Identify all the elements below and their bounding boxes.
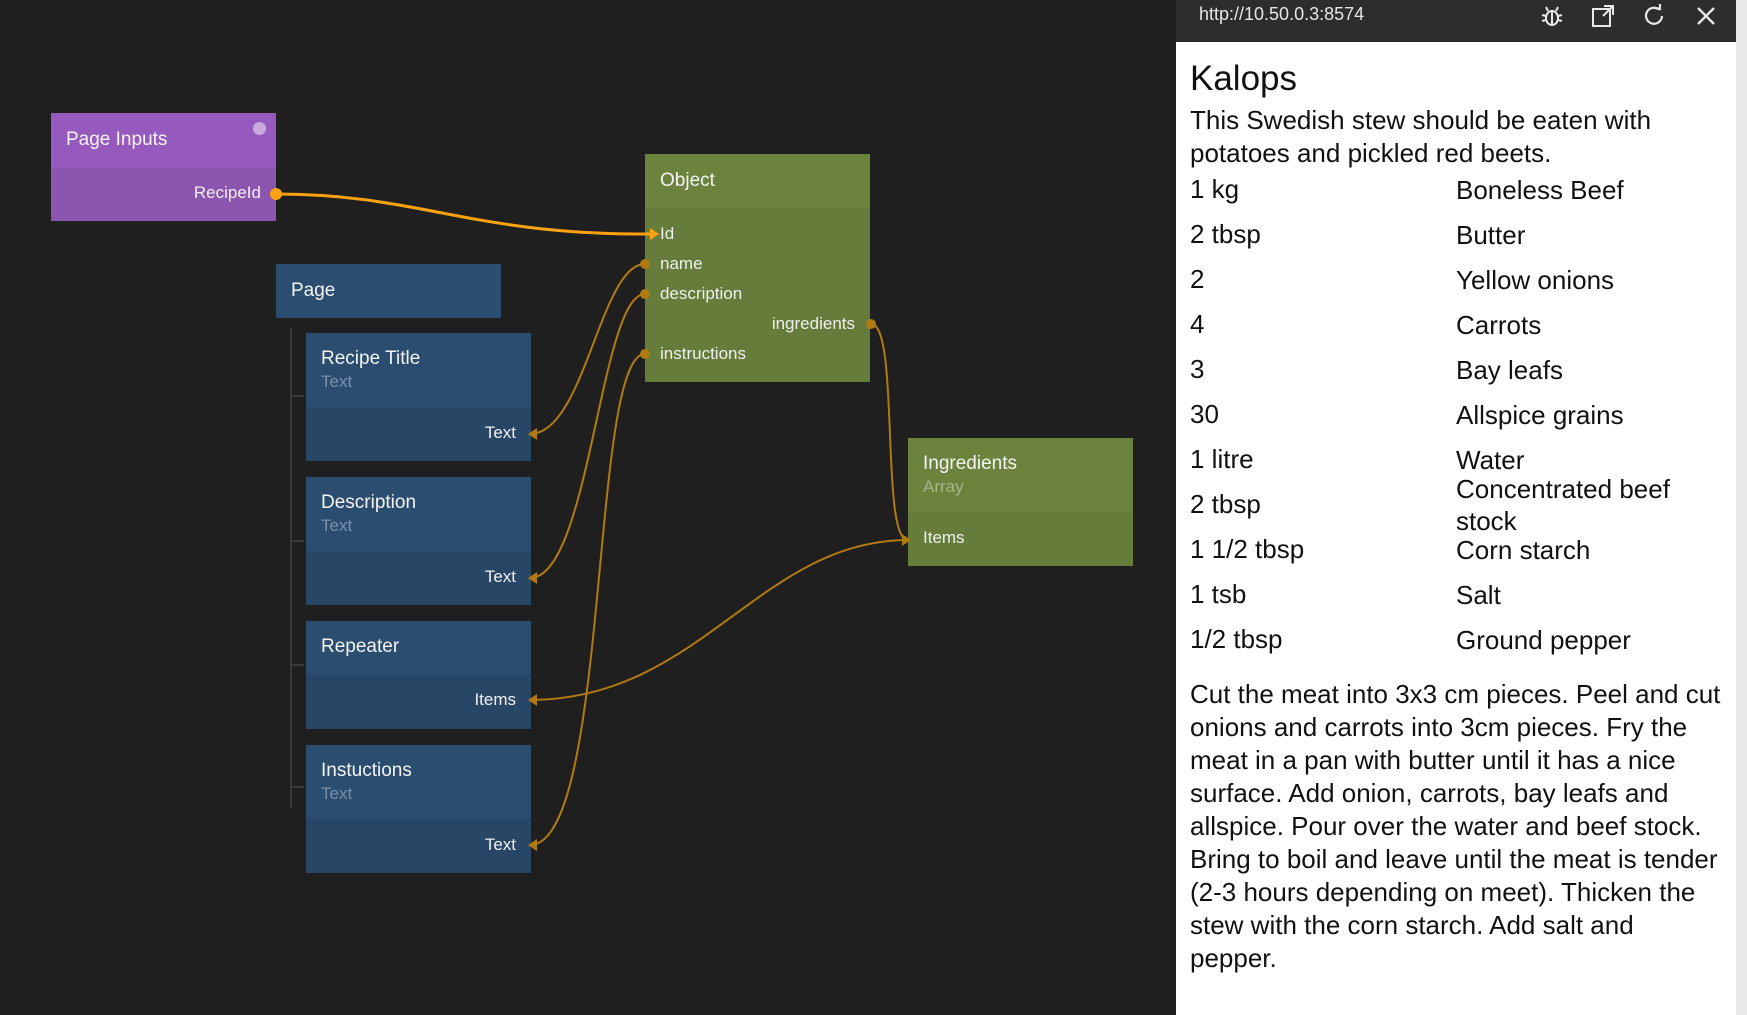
wire-name-to-title-text bbox=[529, 263, 646, 435]
preview-url[interactable]: http://10.50.0.3:8574 bbox=[1199, 4, 1365, 24]
ingredient-name: Bay leafs bbox=[1456, 355, 1563, 385]
preview-toolbar: http://10.50.0.3:8574 bbox=[1176, 0, 1736, 42]
node-header: Instuctions Text bbox=[306, 745, 531, 819]
ingredient-name: Allspice grains bbox=[1456, 400, 1624, 430]
wire-instructions-to-instr-text bbox=[529, 353, 646, 846]
tree-tick bbox=[290, 540, 304, 542]
wire-recipeid-to-id bbox=[275, 192, 651, 236]
node-type: Text bbox=[321, 516, 353, 535]
node-type: Text bbox=[321, 372, 353, 391]
ingredient-qty: 1/2 tbsp bbox=[1190, 624, 1283, 654]
port-name[interactable]: name bbox=[660, 254, 703, 273]
node-title: Page Inputs bbox=[66, 129, 168, 150]
node-header: Description Text bbox=[306, 477, 531, 551]
ingredient-qty: 1 1/2 tbsp bbox=[1190, 534, 1305, 564]
ingredient-qty: 30 bbox=[1190, 399, 1219, 429]
node-type: Array bbox=[923, 477, 964, 496]
wire-ingredients-to-items bbox=[870, 323, 909, 541]
port-id[interactable]: Id bbox=[660, 224, 675, 243]
tree-tick bbox=[290, 395, 304, 397]
ingredient-name: Carrots bbox=[1456, 310, 1542, 340]
port-recipeid[interactable]: RecipeId bbox=[193, 183, 261, 202]
recipe-instructions: Cut the meat into 3x3 cm pieces. Peel an… bbox=[1190, 679, 1721, 973]
ingredient-qty: 1 litre bbox=[1190, 444, 1254, 474]
ingredient-qty: 2 tbsp bbox=[1190, 489, 1261, 519]
recipe-title-node[interactable]: Recipe Title Text Text bbox=[306, 333, 531, 461]
ingredient-name: Concentrated beef stock bbox=[1456, 474, 1670, 536]
node-header: Repeater bbox=[306, 621, 531, 675]
node-editor-canvas[interactable]: Page Inputs RecipeId Object Id name desc… bbox=[0, 0, 1176, 1015]
node-title: Object bbox=[660, 170, 715, 191]
port-items[interactable]: Items bbox=[923, 528, 965, 547]
node-header: Object bbox=[645, 154, 870, 208]
recipe-description: This Swedish stew should be eaten with p… bbox=[1190, 105, 1652, 168]
ingredient-name: Corn starch bbox=[1456, 535, 1591, 565]
ingredient-qty: 1 kg bbox=[1190, 174, 1240, 204]
page-node[interactable]: Page bbox=[276, 264, 501, 318]
node-header: Page bbox=[276, 264, 501, 318]
refresh-icon[interactable] bbox=[1641, 3, 1667, 29]
instructions-node[interactable]: Instuctions Text Text bbox=[306, 745, 531, 873]
port-instructions[interactable]: instructions bbox=[660, 344, 746, 363]
ingredient-name: Ground pepper bbox=[1456, 625, 1631, 655]
node-title: Instuctions bbox=[321, 760, 412, 781]
port-items[interactable]: Items bbox=[474, 690, 516, 709]
port-text[interactable]: Text bbox=[484, 835, 516, 854]
open-external-icon[interactable] bbox=[1590, 3, 1616, 29]
ingredient-name: Salt bbox=[1456, 580, 1501, 610]
ingredient-qty: 2 tbsp bbox=[1190, 219, 1261, 249]
status-dot-icon bbox=[253, 122, 266, 135]
node-title: Ingredients bbox=[923, 453, 1018, 474]
node-header: Ingredients Array bbox=[908, 438, 1133, 512]
port-text[interactable]: Text bbox=[484, 567, 516, 586]
preview-pane: http://10.50.0.3:8574 Kalops This Swedis… bbox=[1176, 0, 1747, 1015]
close-icon[interactable] bbox=[1693, 3, 1719, 29]
wire-items-to-repeater bbox=[529, 539, 909, 701]
tree-tick bbox=[290, 664, 304, 666]
ingredient-name: Boneless Beef bbox=[1456, 175, 1624, 205]
object-node[interactable]: Object Id name description ingredients i… bbox=[645, 154, 870, 382]
ingredient-qty: 2 bbox=[1190, 264, 1205, 294]
port-description[interactable]: description bbox=[660, 284, 743, 303]
node-title: Page bbox=[291, 280, 336, 301]
ingredient-name: Water bbox=[1456, 445, 1525, 475]
ingredient-qty: 3 bbox=[1190, 354, 1205, 384]
recipe-title: Kalops bbox=[1190, 59, 1298, 98]
tree-tick bbox=[290, 786, 304, 788]
node-header: Recipe Title Text bbox=[306, 333, 531, 407]
ingredients-node[interactable]: Ingredients Array Items bbox=[908, 438, 1133, 566]
node-title: Description bbox=[321, 492, 417, 513]
node-title: Recipe Title bbox=[321, 348, 421, 369]
wire-description-to-desc-text bbox=[529, 293, 646, 579]
ingredient-qty: 4 bbox=[1190, 309, 1205, 339]
repeater-node[interactable]: Repeater Items bbox=[306, 621, 531, 729]
node-header: Page Inputs bbox=[51, 113, 276, 168]
page-inputs-node[interactable]: Page Inputs RecipeId bbox=[51, 113, 276, 221]
tree-connector bbox=[290, 327, 292, 807]
ingredient-name: Yellow onions bbox=[1456, 265, 1615, 295]
bug-icon[interactable] bbox=[1539, 3, 1565, 29]
port-text[interactable]: Text bbox=[484, 423, 516, 442]
description-node[interactable]: Description Text Text bbox=[306, 477, 531, 605]
port-ingredients[interactable]: ingredients bbox=[771, 314, 855, 333]
scrollbar[interactable] bbox=[1736, 0, 1747, 1015]
ingredient-qty: 1 tsb bbox=[1190, 579, 1247, 609]
node-type: Text bbox=[321, 784, 353, 803]
ingredient-name: Butter bbox=[1456, 220, 1526, 250]
preview-content: Kalops This Swedish stew should be eaten… bbox=[1176, 42, 1736, 1015]
node-title: Repeater bbox=[321, 636, 400, 657]
